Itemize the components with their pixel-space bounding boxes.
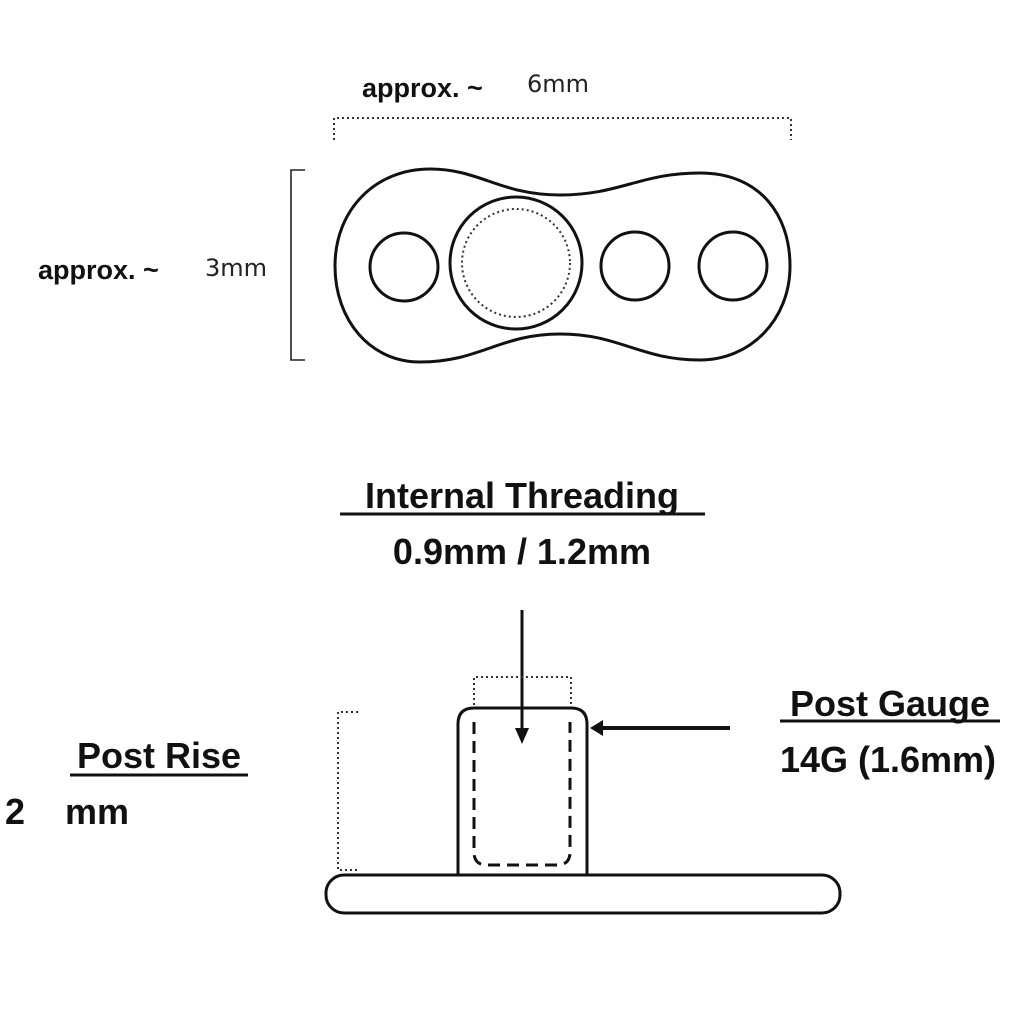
anchor-hole bbox=[599, 230, 671, 302]
threading-title: Internal Threading bbox=[365, 475, 679, 516]
arrow-head-icon bbox=[515, 728, 529, 744]
rise-dimension-bracket bbox=[337, 711, 358, 871]
rise-title: Post Rise bbox=[77, 735, 241, 776]
anchor-hole bbox=[697, 230, 769, 302]
arrow-head-icon bbox=[590, 720, 603, 736]
rise-number: 2 bbox=[5, 791, 25, 832]
height-dimension-bracket bbox=[290, 169, 305, 361]
threading-circle bbox=[461, 208, 571, 318]
width-label: approx. ~ bbox=[362, 73, 483, 103]
height-label: approx. ~ bbox=[38, 255, 159, 285]
top-view: approx. ~ 6mm approx. ~ 3mm bbox=[38, 70, 792, 364]
anchor-base-outline bbox=[333, 167, 792, 364]
post bbox=[456, 706, 589, 875]
gauge-value: 14G (1.6mm) bbox=[780, 739, 996, 780]
side-view: Internal Threading 0.9mm / 1.2mm Post Ga… bbox=[5, 475, 1000, 915]
post-top-circle bbox=[448, 195, 584, 331]
gauge-title: Post Gauge bbox=[790, 683, 990, 724]
width-value: 6mm bbox=[527, 70, 589, 98]
threading-value: 0.9mm / 1.2mm bbox=[393, 531, 651, 572]
rise-unit: mm bbox=[65, 791, 129, 832]
width-dimension-bracket bbox=[333, 117, 792, 140]
internal-threading-outline bbox=[472, 722, 572, 867]
anchor-base-side bbox=[324, 873, 842, 915]
height-value: 3mm bbox=[205, 254, 267, 282]
threading-dimension-bracket bbox=[473, 676, 572, 705]
anchor-hole bbox=[368, 231, 440, 303]
